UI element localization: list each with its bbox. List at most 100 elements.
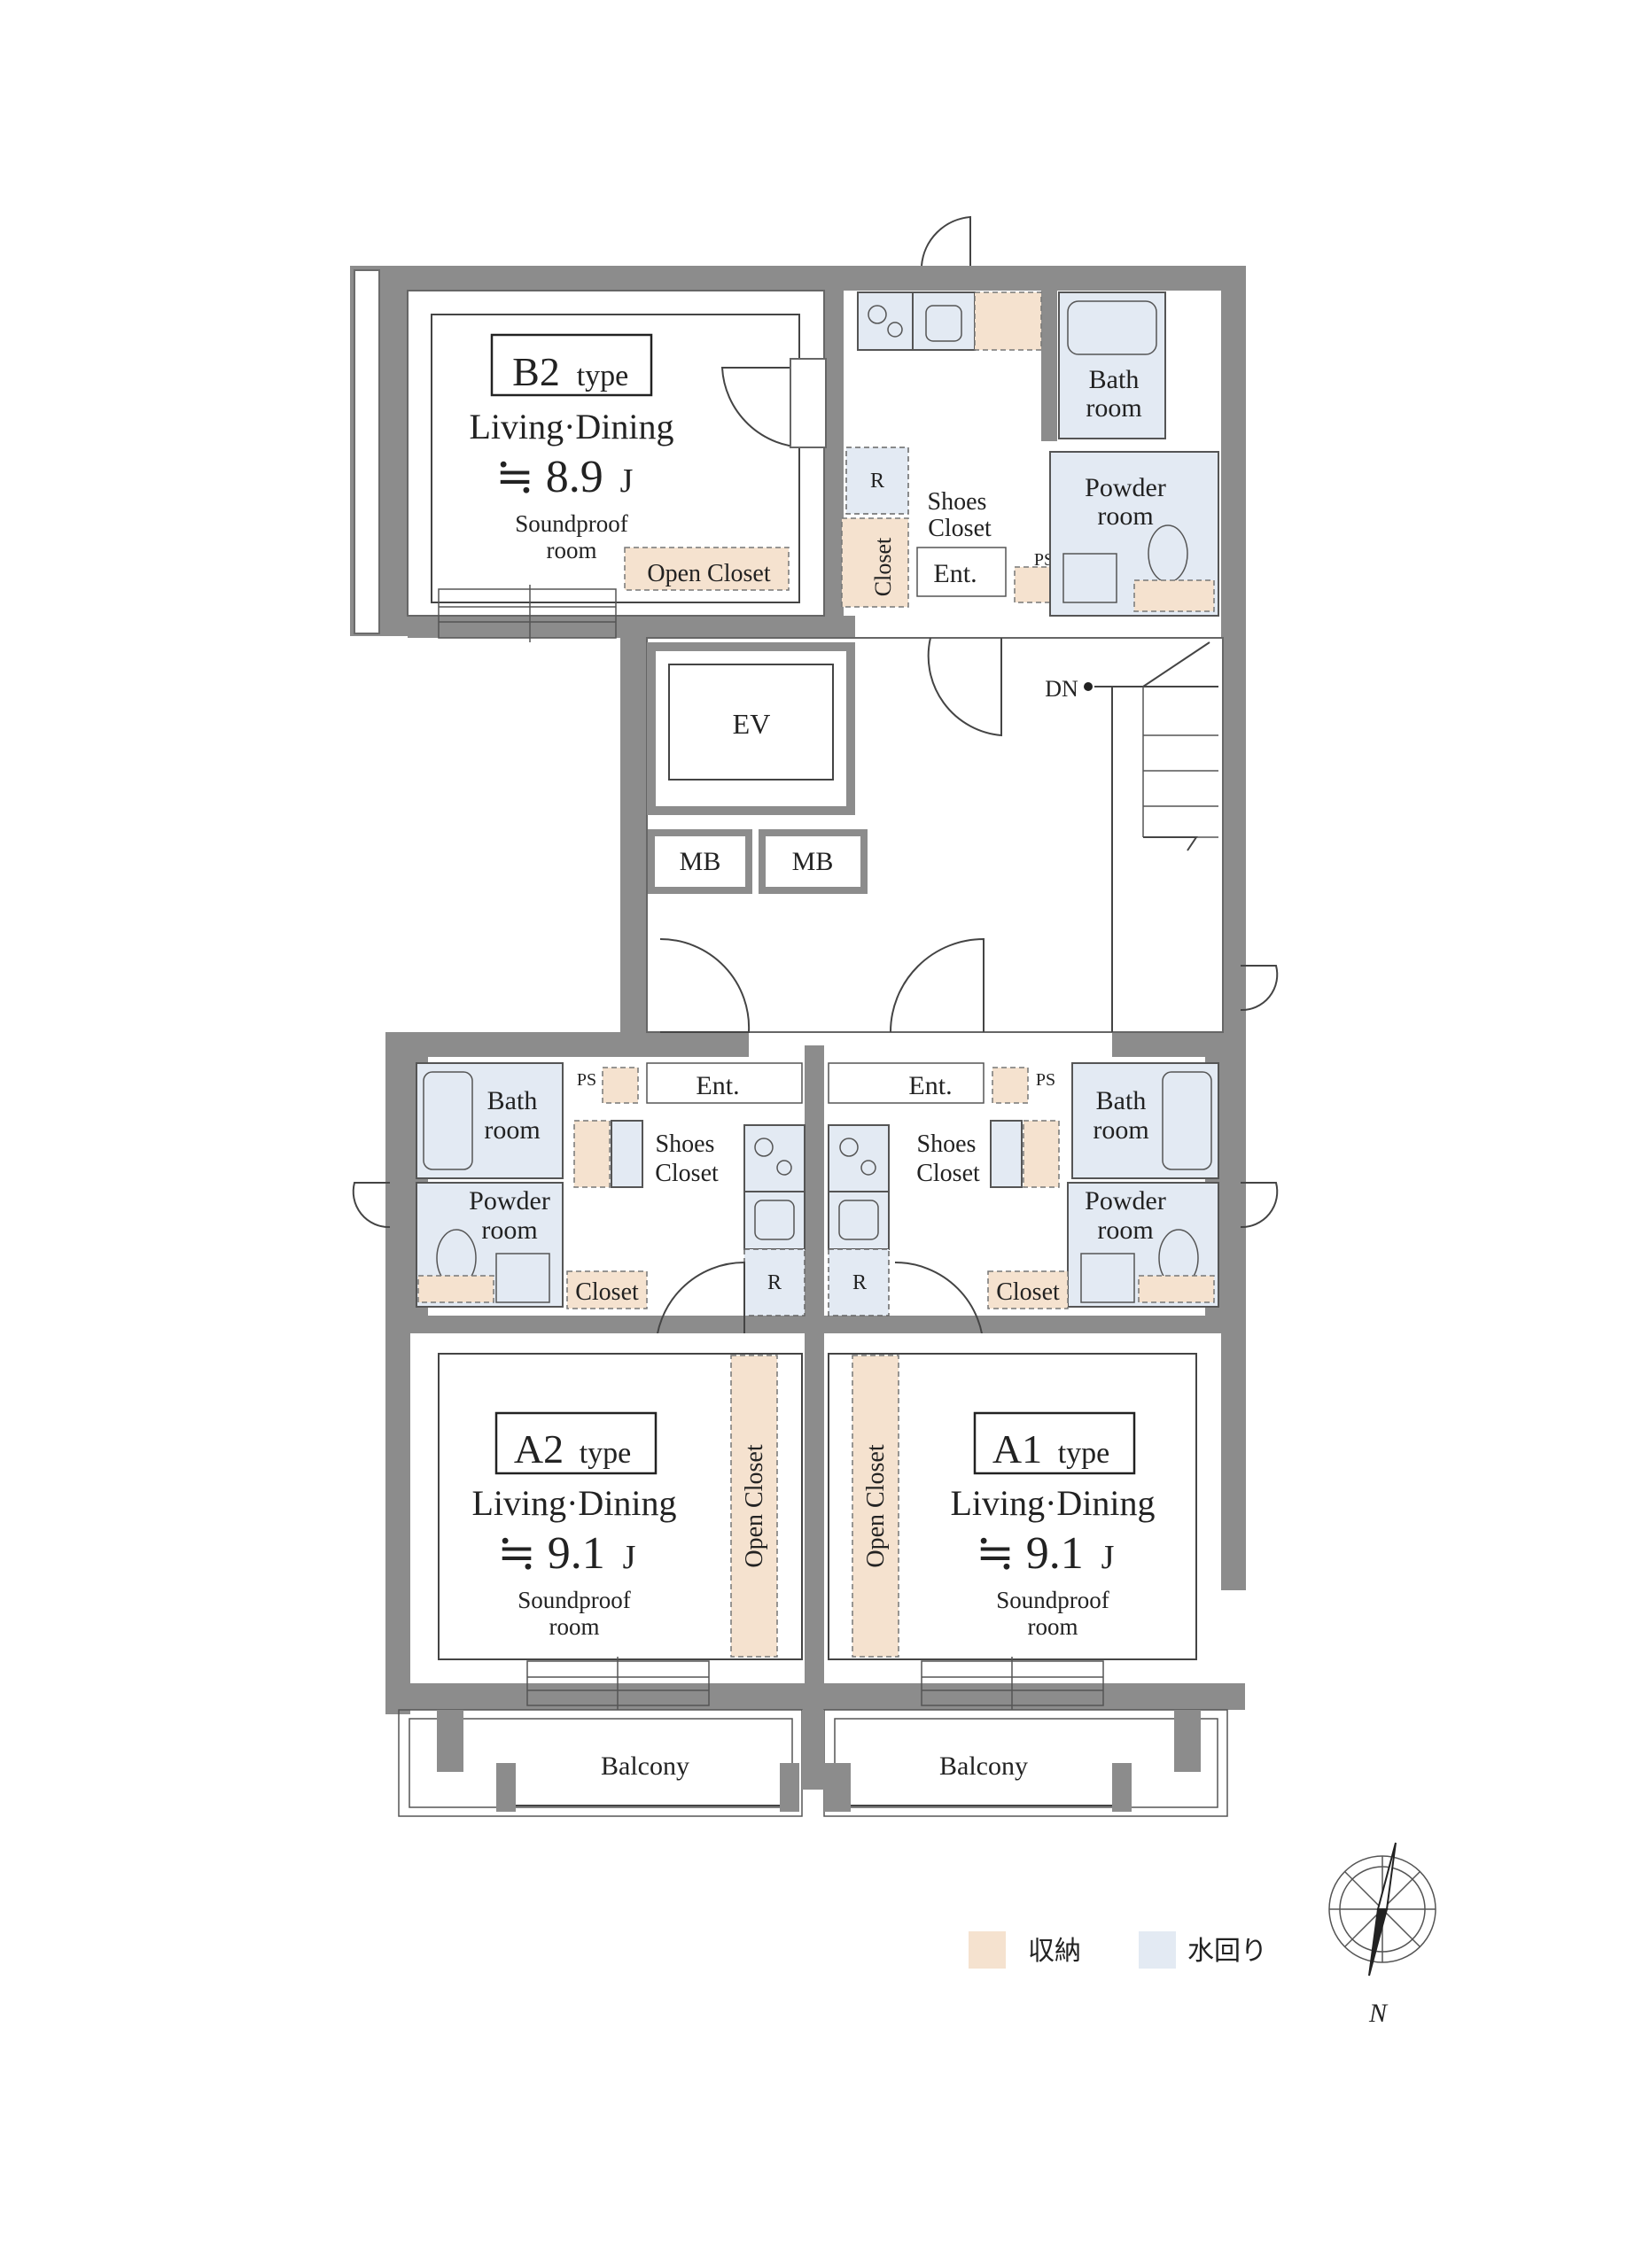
a2-shoes-2: Closet [655, 1160, 719, 1187]
a2-area: ≒ 9.1 [497, 1528, 605, 1579]
stairs-down-label: DN [1045, 676, 1078, 702]
compass-icon: N [1328, 1842, 1436, 2028]
a2-balcony-label: Balcony [601, 1751, 689, 1781]
b2-note-1: Soundproof [515, 510, 628, 537]
a2-bath-1: Bath [487, 1086, 538, 1115]
a1-room-name: Living·Dining [950, 1483, 1155, 1523]
b2-area-unit: J [620, 462, 634, 500]
a1-powder-1: Powder [1085, 1186, 1166, 1216]
legend: 収納 水回り [969, 1931, 1267, 1969]
a2-type-badge [494, 1411, 658, 1475]
b2-ps [1014, 566, 1051, 603]
a1-balcony-label: Balcony [939, 1751, 1028, 1781]
b2-type-suffix: type [577, 360, 629, 392]
a2-area-unit: J [623, 1539, 636, 1576]
b2-powder-1: Powder [1085, 473, 1166, 502]
a2-closet [566, 1270, 648, 1309]
b2-fridge [845, 447, 909, 515]
a1-shoes-2: Closet [916, 1160, 980, 1187]
a1-powder-2: room [1097, 1216, 1153, 1245]
a1-kitchen-stove [828, 1124, 890, 1192]
a2-room-name: Living·Dining [471, 1483, 676, 1523]
a1-area-unit: J [1101, 1539, 1115, 1576]
a1-closet-label: Closet [996, 1278, 1060, 1306]
a2-powder-1: Powder [469, 1186, 550, 1216]
a2-closet-label: Closet [575, 1278, 639, 1306]
legend-storage-swatch [969, 1931, 1006, 1969]
b2-note-2: room [547, 537, 597, 563]
building-walls [350, 266, 1246, 1714]
a1-bath [1071, 1062, 1219, 1179]
a1-entrance: Ent. [908, 1071, 952, 1100]
a1-note-2: room [1028, 1613, 1078, 1640]
a2-open-closet-label: Open Closet [741, 1444, 768, 1567]
b2-fridge-label: R [870, 470, 884, 493]
b2-ps-label: PS [1034, 550, 1054, 570]
staircase [1094, 641, 1218, 1032]
compass-north-label: N [1368, 1999, 1389, 2028]
meter-box-2 [759, 829, 868, 894]
b2-closet [841, 517, 909, 608]
meter-box-2-label: MB [792, 847, 834, 876]
a2-shoes-1: Shoes [656, 1130, 715, 1158]
a2-ps-label: PS [577, 1070, 596, 1090]
a1-fridge [828, 1248, 890, 1317]
a1-open-closet [852, 1355, 899, 1658]
b2-shoes-1: Shoes [928, 488, 987, 516]
b2-entrance: Ent. [933, 559, 977, 588]
a1-type-suffix: type [1058, 1437, 1110, 1470]
a2-bath [416, 1062, 564, 1179]
a1-area: ≒ 9.1 [976, 1528, 1084, 1579]
unit-a2: Bath room Powder room PS Ent. Shoes Clos… [352, 1062, 806, 1710]
legend-wet-label: 水回り [1187, 1937, 1267, 1966]
b2-bath-1: Bath [1089, 365, 1140, 394]
a2-fridge [743, 1248, 806, 1317]
b2-shoes-2: Closet [928, 515, 992, 542]
b2-kitchen-stove [857, 291, 914, 351]
a1-ps [992, 1067, 1029, 1104]
a1-bath-1: Bath [1096, 1086, 1147, 1115]
a2-note-2: room [549, 1613, 600, 1640]
a1-fridge-label: R [852, 1271, 867, 1294]
a1-type-badge [973, 1411, 1136, 1475]
legend-storage-label: 収納 [1028, 1937, 1081, 1966]
b2-room-name: Living·Dining [469, 407, 673, 447]
a2-note-1: Soundproof [518, 1587, 631, 1613]
balconies: Balcony Balcony [398, 1709, 1228, 1817]
a2-ps [602, 1067, 639, 1104]
a1-shoes-1: Shoes [917, 1130, 977, 1158]
a2-type-letter: A2 [514, 1426, 564, 1472]
a1-open-closet-label: Open Closet [862, 1444, 890, 1567]
a2-powder-2: room [481, 1216, 537, 1245]
b2-closet-label: Closet [870, 537, 896, 596]
a2-open-closet [730, 1355, 778, 1658]
b2-type-badge [490, 333, 653, 397]
b2-type-letter: B2 [512, 349, 560, 394]
meter-box-1-label: MB [680, 847, 721, 876]
b2-bath-2: room [1086, 393, 1141, 423]
a2-kitchen-stove [743, 1124, 806, 1192]
a2-fridge-label: R [767, 1271, 782, 1294]
a1-ps-label: PS [1036, 1070, 1055, 1090]
a1-note-1: Soundproof [996, 1587, 1109, 1613]
b2-area: ≒ 8.9 [495, 452, 603, 502]
meter-box-1 [648, 829, 752, 894]
b2-open-closet-label: Open Closet [647, 560, 770, 587]
elevator [647, 642, 855, 815]
common-core: EV MB MB DN [646, 637, 1224, 1033]
a1-type-letter: A1 [992, 1426, 1042, 1472]
b2-open-closet [624, 547, 790, 591]
legend-wet-swatch [1139, 1931, 1176, 1969]
a2-type-suffix: type [580, 1437, 632, 1470]
a2-entrance: Ent. [696, 1071, 739, 1100]
a1-closet [987, 1270, 1069, 1309]
a2-bath-2: room [484, 1115, 540, 1145]
b2-bath [1058, 291, 1166, 439]
b2-powder-2: room [1097, 501, 1153, 531]
a1-bath-2: room [1093, 1115, 1148, 1145]
elevator-label: EV [733, 708, 771, 740]
unit-b2: B2 type Living·Dining ≒ 8.9 J Soundproof… [407, 215, 1219, 719]
b2-storage-top [974, 291, 1042, 351]
unit-a1: Ent. PS R Shoes Closet Bath room Powder … [824, 965, 1279, 1710]
